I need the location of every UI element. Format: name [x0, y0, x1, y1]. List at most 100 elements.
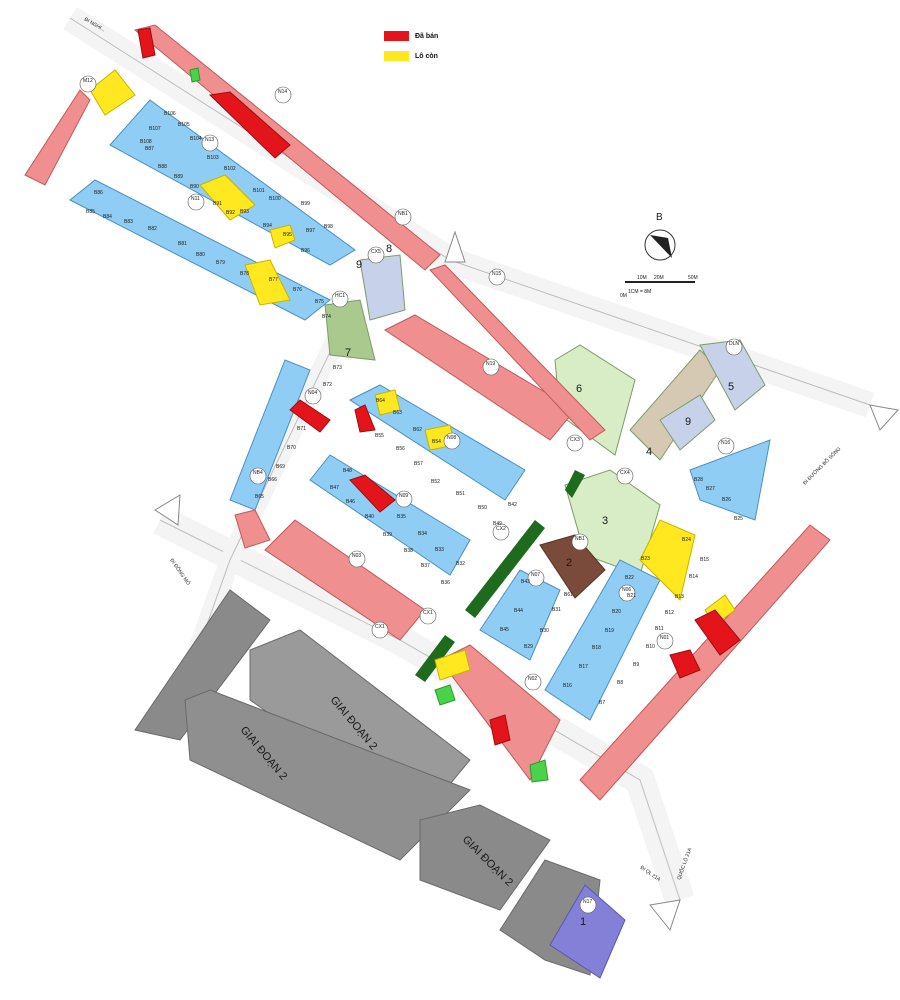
- villa-lot-label: B49: [493, 521, 502, 527]
- sold-lot-south: [489, 714, 511, 746]
- school-block: [549, 884, 626, 979]
- block-tag-label: CX5: [371, 249, 381, 255]
- zone-number-9-north: 9: [356, 259, 362, 271]
- villa-lot-label: B12: [665, 610, 674, 616]
- block-tag-label: CX3: [570, 437, 580, 443]
- available-lot-b90: [199, 174, 256, 221]
- block-tag-circle: [331, 290, 349, 308]
- villa-lot-label: B34: [418, 531, 427, 537]
- tree-line-lower: [415, 635, 455, 682]
- block-tag-circle: [79, 75, 97, 93]
- villa-lot-label: B18: [592, 645, 601, 651]
- zone-number-5: 5: [728, 381, 734, 393]
- tree-line-upper: [565, 470, 585, 498]
- road-arrow-west: [154, 494, 181, 526]
- villa-lot-label: B13: [675, 594, 684, 600]
- road-label-west: ĐI ĐỒNG MÔ: [168, 557, 191, 586]
- available-lot-n02: [434, 649, 471, 681]
- villa-lot-label: B33: [435, 547, 444, 553]
- block-tag-circle: [527, 569, 545, 587]
- block-tag-circle: [304, 387, 322, 405]
- villa-lot-label: B96: [301, 248, 310, 254]
- available-lot-b94: [269, 224, 296, 249]
- villa-lot-label: B75: [315, 299, 324, 305]
- block-tag-circle: [394, 208, 412, 226]
- villa-lot-label: B64: [376, 398, 385, 404]
- block-tag-label: N16: [721, 440, 730, 446]
- villa-lot-label: B80: [196, 252, 205, 258]
- block-tag-label: NB1: [575, 536, 585, 542]
- block-tag-circle: [725, 338, 743, 356]
- villa-lot-label: B7: [599, 700, 605, 706]
- block-tag-circle: [419, 607, 437, 625]
- villa-lot-label: B83: [124, 219, 133, 225]
- villa-lot-label: B88: [158, 164, 167, 170]
- available-lot-b75: [244, 259, 291, 306]
- villa-lot-label: B102: [224, 166, 236, 172]
- villa-lot-label: B89: [174, 174, 183, 180]
- zone-number-7: 7: [345, 347, 351, 359]
- block-tag-circle: [566, 434, 584, 452]
- townhouse-block-upper-east: [429, 264, 606, 441]
- block-tag-circle: [656, 632, 674, 650]
- villa-lot-label: B36: [441, 580, 450, 586]
- zone-number-9-lake: 9: [685, 416, 691, 428]
- villa-lot-label: B99: [301, 201, 310, 207]
- villa-lot-label: B35: [397, 514, 406, 520]
- lake-zone-9-north: [359, 254, 406, 321]
- block-tag-label: N03: [352, 553, 361, 559]
- block-tag-label: N09: [399, 493, 408, 499]
- legend-row-available: Lô còn: [384, 46, 438, 66]
- villa-block-east: [689, 439, 771, 521]
- villa-lot-label: B32: [456, 561, 465, 567]
- green-lot-c: [529, 759, 549, 783]
- tree-line-middle: [465, 520, 545, 618]
- available-lot-b54: [374, 389, 401, 416]
- block-tag-circle: [367, 246, 385, 264]
- block-tag-circle: [482, 358, 500, 376]
- zone-number-1: 1: [580, 916, 586, 928]
- villa-lot-label: B24: [682, 537, 691, 543]
- villa-lot-label: B37: [421, 563, 430, 569]
- villa-lot-label: B94: [263, 223, 272, 229]
- road-arrows: [154, 230, 899, 932]
- villa-lot-label: B17: [579, 664, 588, 670]
- villa-lot-label: B45: [500, 627, 509, 633]
- compass-needle: [650, 235, 672, 258]
- zone-number-3: 3: [602, 515, 608, 527]
- villa-lot-label: B86: [94, 190, 103, 196]
- block-tag-label: CX1: [375, 624, 385, 630]
- villa-labels: B106B107B108B105B104B103B102B101B100B99B…: [86, 111, 743, 706]
- block-tag-label: DLN: [729, 341, 739, 347]
- villa-lot-label: B106: [164, 111, 176, 117]
- villa-lot-label: B73: [333, 365, 342, 371]
- scale-note: 1CM = 8M: [628, 289, 651, 295]
- road-arrow-east: [869, 404, 899, 431]
- villa-lot-label: B65: [255, 494, 264, 500]
- block-tag-circle: [443, 432, 461, 450]
- villa-lot-label: B56: [396, 446, 405, 452]
- villa-lot-label: B103: [207, 155, 219, 161]
- lake-zone-5: [699, 339, 766, 411]
- villa-lot-label: B40: [365, 514, 374, 520]
- villa-lot-label: B26: [722, 497, 731, 503]
- villa-block-west: [229, 359, 311, 511]
- townhouse-blocks: [24, 24, 831, 801]
- villa-lot-label: B19: [605, 628, 614, 634]
- townhouse-block-northwest: [24, 89, 91, 186]
- villa-lot-label: B104: [190, 136, 202, 142]
- block-tag-circle: [571, 533, 589, 551]
- sold-lot-b67: [289, 399, 331, 433]
- villa-lot-label: B85: [86, 209, 95, 215]
- lake-zone-9-center: [659, 394, 716, 451]
- sold-lot-east: [694, 609, 741, 656]
- villa-lot-label: B95: [283, 232, 292, 238]
- zone-number-2: 2: [566, 557, 572, 569]
- villa-lot-label: B71: [297, 426, 306, 432]
- scale-tick-0: 0M: [620, 293, 627, 299]
- villa-lot-label: B101: [253, 188, 265, 194]
- villa-lot-label: B39: [383, 532, 392, 538]
- villa-lot-label: B31: [552, 607, 561, 613]
- villa-lot-label: B54: [432, 439, 441, 445]
- sold-lots: [137, 27, 741, 746]
